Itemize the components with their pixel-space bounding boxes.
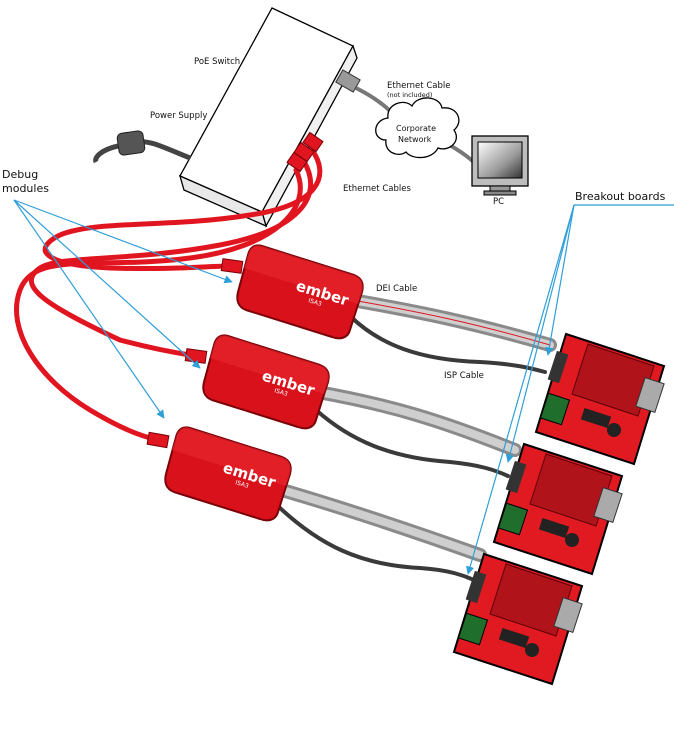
poe-switch-label: PoE Switch bbox=[194, 57, 240, 67]
ethernet-cables-label: Ethernet Cables bbox=[343, 184, 411, 194]
not-included-label: (not included) bbox=[387, 91, 432, 99]
dei-cable-label: DEI Cable bbox=[376, 284, 417, 294]
breakout-board-3 bbox=[454, 554, 582, 684]
debug-module-1: ember ISA3 bbox=[237, 245, 362, 338]
ethernet-cable-label: Ethernet Cable bbox=[387, 81, 450, 91]
network-label: Network bbox=[398, 135, 432, 144]
isp-cable-label: ISP Cable bbox=[444, 371, 484, 381]
debug-callout-arrows bbox=[14, 200, 232, 418]
debug-module-2: ember ISA3 bbox=[203, 335, 328, 428]
breakout-board-2 bbox=[494, 444, 622, 574]
breakout-board-1 bbox=[536, 334, 664, 464]
debug-label-line1: Debug bbox=[2, 168, 38, 181]
power-supply-cable bbox=[96, 130, 190, 162]
pc-monitor bbox=[472, 136, 528, 195]
power-supply-label: Power Supply bbox=[150, 111, 207, 121]
breakout-boards-label: Breakout boards bbox=[575, 190, 666, 203]
debug-label-line2: modules bbox=[2, 182, 49, 195]
pc-label: PC bbox=[493, 197, 504, 207]
debug-module-3: ember ISA3 bbox=[165, 427, 290, 520]
corporate-label: Corporate bbox=[396, 124, 436, 133]
